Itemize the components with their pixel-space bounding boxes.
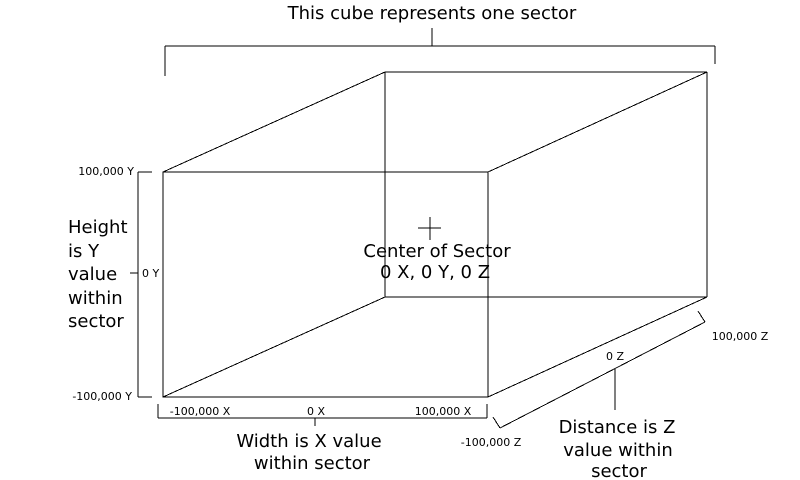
z-caption-line: sector — [591, 461, 647, 480]
y-max-label: 100,000 Y — [78, 165, 134, 178]
cube-front-face — [162, 171, 489, 398]
x-caption-line: Width is X value — [236, 431, 381, 452]
center-label-line1: Center of Sector — [363, 241, 511, 262]
center-label-line2: 0 X, 0 Y, 0 Z — [380, 262, 490, 283]
y-min-label: -100,000 Y — [72, 390, 132, 403]
z-min-label: -100,000 Z — [461, 436, 522, 449]
y-caption-line: Height — [68, 217, 128, 238]
x-axis-caption: Width is X value within sector — [236, 431, 381, 474]
x-axis-bracket — [157, 404, 488, 426]
y-axis-caption: Height is Y value within sector — [68, 217, 128, 332]
z-axis-caption: Distance is Z value within sector — [559, 417, 676, 480]
x-min-label: -100,000 X — [170, 405, 231, 418]
diagram-title: This cube represents one sector — [287, 3, 577, 24]
title-bracket — [164, 28, 716, 76]
y-caption-line: is Y — [68, 241, 100, 262]
y-caption-line: value — [68, 264, 117, 285]
x-caption-line: within sector — [254, 453, 371, 474]
z-axis-bracket — [492, 310, 706, 429]
x-max-label: 100,000 X — [415, 405, 472, 418]
y-caption-line: sector — [68, 311, 124, 332]
z-caption-line: Distance is Z — [559, 417, 676, 438]
y-axis-bracket — [130, 171, 152, 398]
y-caption-line: within — [68, 288, 123, 309]
z-caption-line: value within — [563, 440, 673, 461]
x-mid-label: 0 X — [307, 405, 325, 418]
cube-wireframe — [162, 71, 708, 398]
center-crosshair-icon — [418, 217, 441, 240]
z-mid-label: 0 Z — [606, 350, 624, 363]
z-max-label: 100,000 Z — [712, 330, 769, 343]
y-mid-label: 0 Y — [142, 267, 159, 280]
